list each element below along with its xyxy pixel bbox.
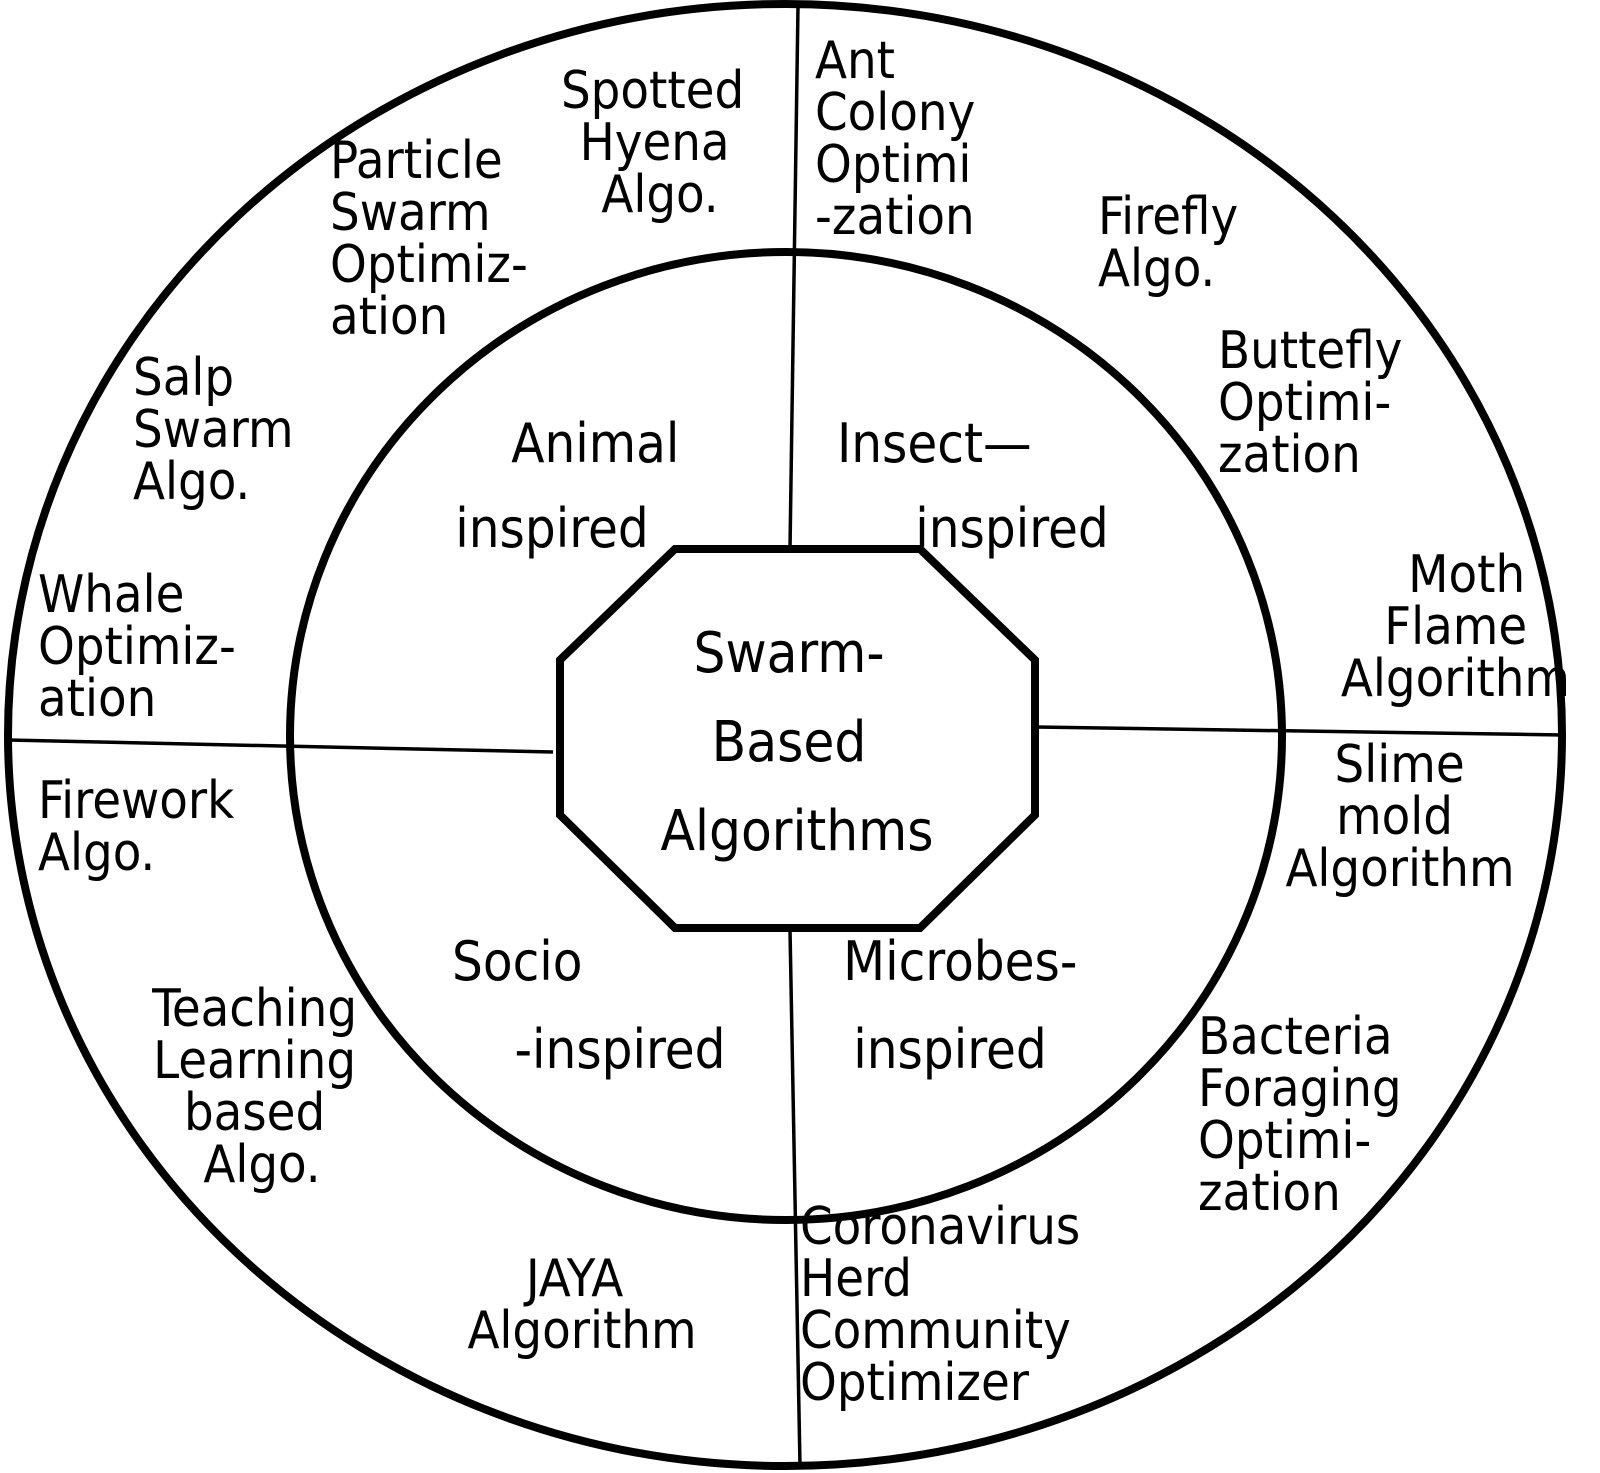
center-label-line: Based	[712, 710, 867, 775]
algo-slime-mold: Slime mold Algorithm	[1285, 735, 1514, 899]
algo-teaching-learning: Teaching Learning based Algo.	[151, 979, 372, 1195]
category-microbes-inspired: Microbes- inspired	[843, 930, 1093, 1081]
algo-firefly: Firefly Algo.	[1098, 187, 1253, 299]
category-animal-inspired: Animal inspired	[455, 412, 695, 560]
category-insect-inspired: Insect— inspired	[837, 412, 1109, 560]
divider-bottom	[788, 929, 802, 1467]
algo-moth-flame: Moth Flame Algorithm	[1341, 545, 1570, 709]
divider-right	[1035, 725, 1564, 737]
divider-top	[788, 5, 800, 550]
algo-butterfly-optimization: Buttefly Optimi- zation	[1218, 321, 1417, 485]
algo-salp-swarm: Salp Swarm Algo.	[133, 348, 308, 512]
algo-whale-optimization: Whale Optimiz- ation	[38, 565, 251, 729]
divider-left	[7, 738, 554, 754]
center-octagon	[556, 545, 1039, 932]
algo-jaya: JAYA Algorithm	[467, 1249, 696, 1361]
inner-ring	[286, 248, 1286, 1224]
algo-spotted-hyena: Spotted Hyena Algo.	[561, 61, 759, 225]
algo-ant-colony: Ant Colony Optimi -zation	[815, 31, 990, 247]
algo-coronavirus-herd: Coronavirus Herd Community Optimizer	[800, 1197, 1095, 1413]
algo-particle-swarm: Particle Swarm Optimiz- ation	[330, 131, 543, 347]
center-label-line: Algorithms	[661, 799, 934, 864]
center-label-line: Swarm-	[693, 621, 884, 686]
algo-firework: Firework Algo.	[38, 771, 249, 883]
category-socio-inspired: Socio -inspired	[452, 930, 725, 1081]
center-label: Swarm- Based Algorithms	[661, 621, 934, 864]
algo-bacteria-foraging: Bacteria Foraging Optimi- zation	[1198, 1007, 1417, 1223]
